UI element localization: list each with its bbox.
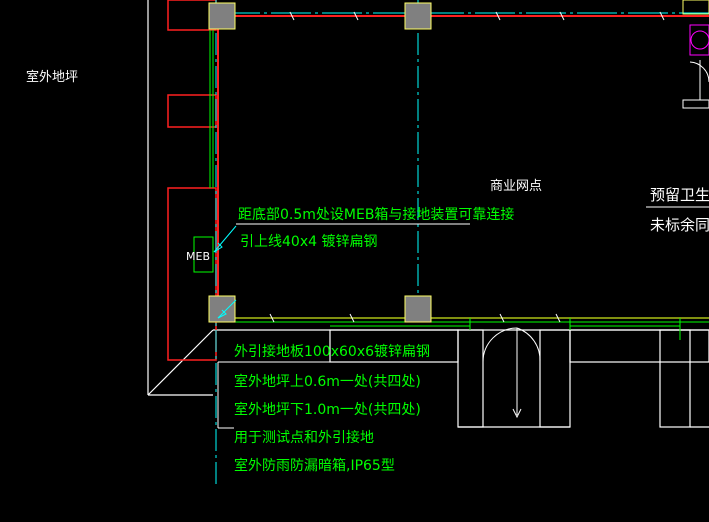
green-wall-lines — [209, 30, 709, 340]
commercial-unit-label: 商业网点 — [490, 179, 542, 194]
note-down-conductor: 引上线40x4 镀锌扁钢 — [240, 233, 377, 250]
structural-columns — [208, 2, 432, 323]
reserved-bathroom-label: 预留卫生 — [650, 186, 709, 204]
note-test-point: 用于测试点和外引接地 — [234, 429, 374, 446]
note-below-ground: 室外地坪下1.0m一处(共四处) — [234, 401, 421, 418]
note-meb-connection: 距底部0.5m处设MEB箱与接地装置可靠连接 — [238, 206, 514, 223]
tick-marks — [269, 11, 665, 323]
red-frame — [217, 15, 709, 319]
note-bracket — [217, 361, 410, 429]
column — [404, 295, 432, 323]
meb-box: MEB — [186, 236, 214, 273]
bathroom-fixture — [682, 0, 709, 109]
leader-lines — [213, 225, 237, 319]
outdoor-ground-label: 室外地坪 — [26, 69, 78, 85]
meb-label: MEB — [186, 250, 210, 263]
column — [208, 2, 236, 30]
note-outer-lead: 外引接地板100x60x6镀锌扁钢 — [234, 343, 430, 360]
door-swings — [482, 327, 541, 419]
cyan-axis-lines — [215, 0, 709, 486]
unlabeled-same-label: 未标余同 — [650, 216, 709, 234]
grounding-notes: 距底部0.5m处设MEB箱与接地装置可靠连接 引上线40x4 镀锌扁钢 外引接地… — [234, 206, 514, 474]
note-above-ground: 室外地坪上0.6m一处(共四处) — [234, 373, 421, 390]
note-outdoor-box: 室外防雨防漏暗箱,IP65型 — [234, 457, 395, 474]
column — [404, 2, 432, 30]
column — [208, 295, 236, 323]
